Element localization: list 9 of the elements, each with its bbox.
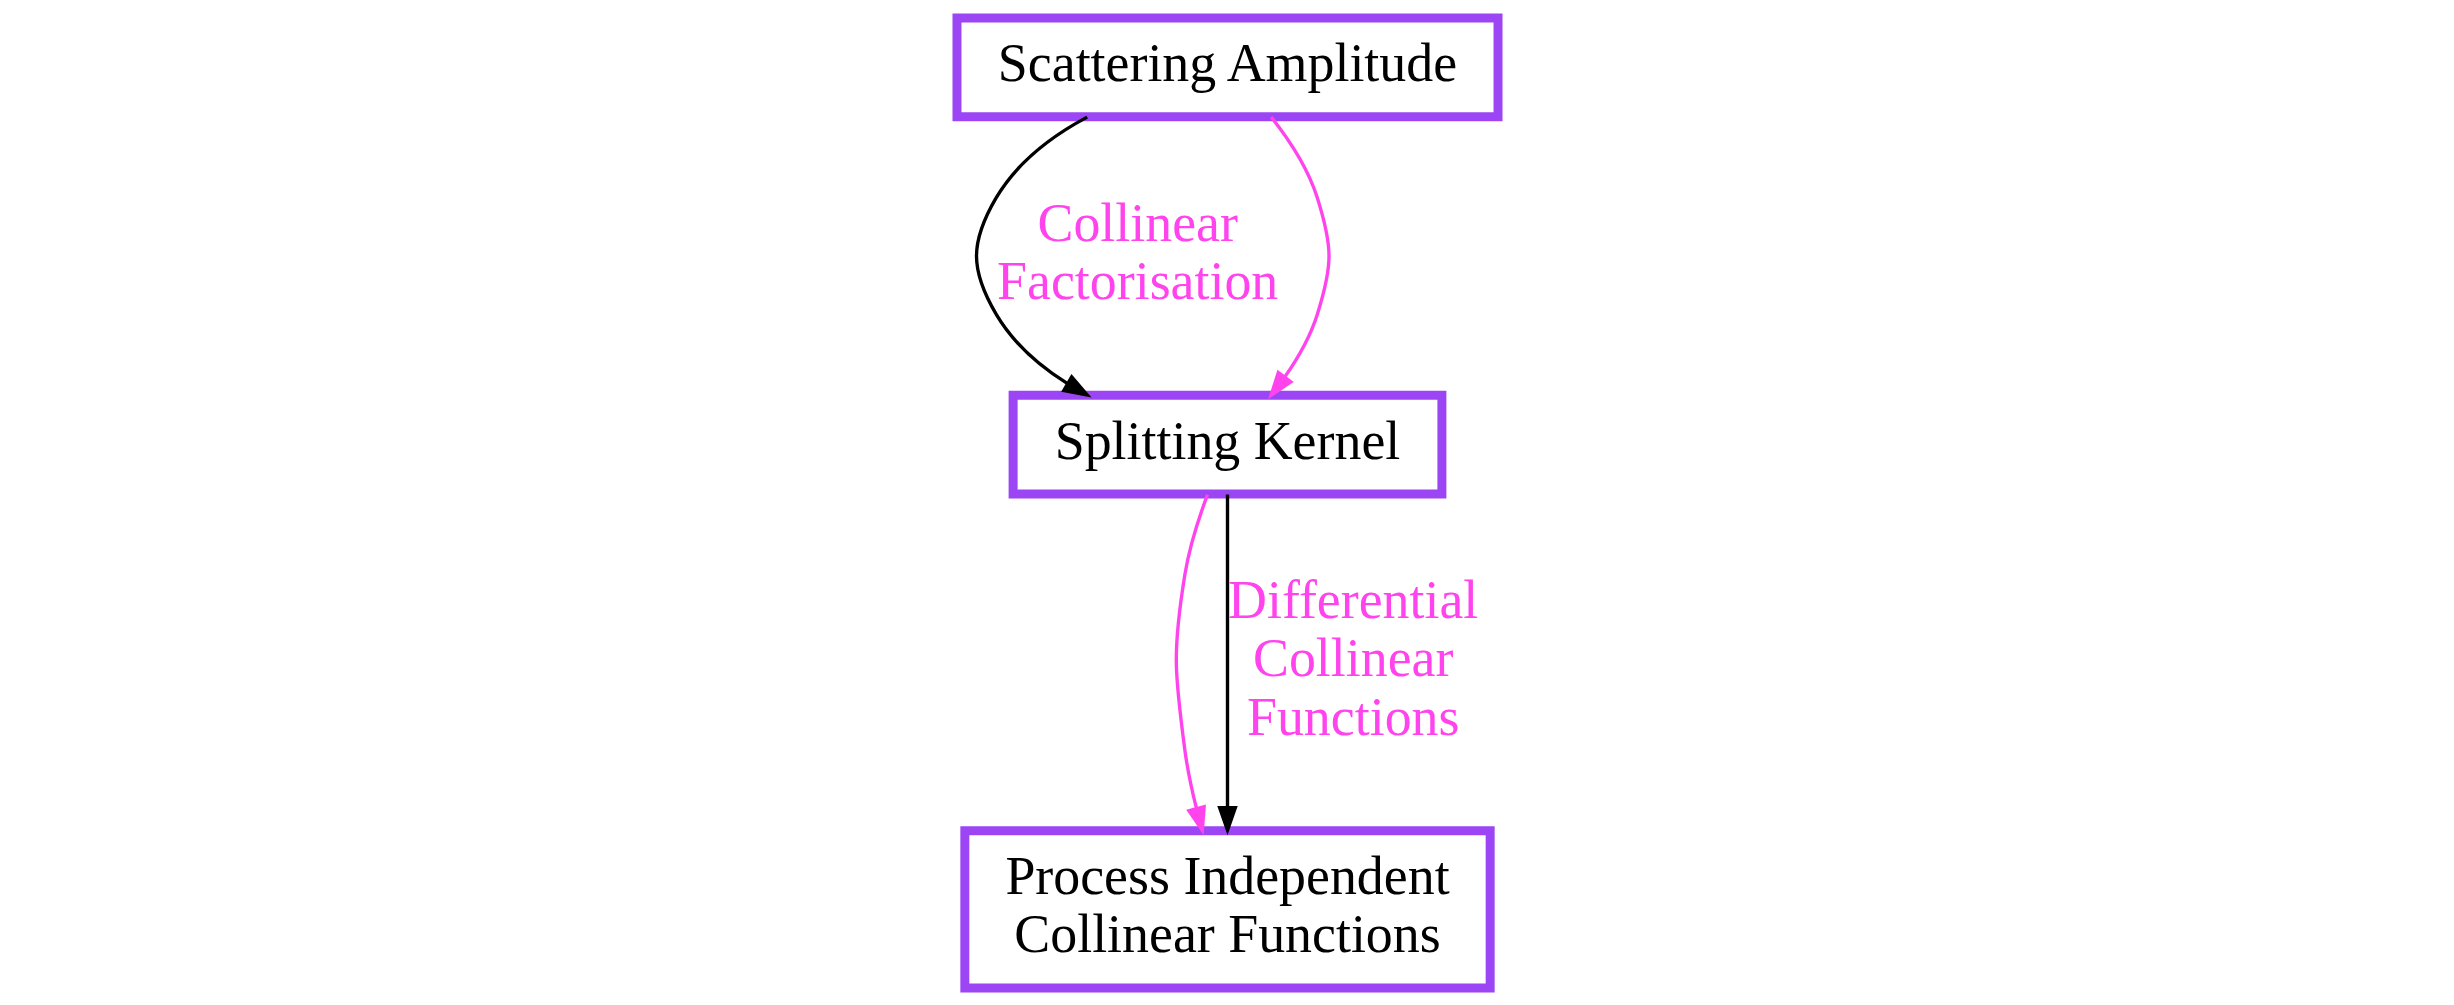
arrow	[974, 115, 1092, 398]
node-box: Process Independent Collinear Functions	[959, 825, 1495, 992]
node-box: Scattering Amplitude	[952, 13, 1502, 121]
node-box: Splitting Kernel	[1008, 390, 1446, 498]
edge-label: Collinear Factorisation	[996, 192, 1278, 311]
arrow	[1174, 493, 1209, 835]
arrow	[1216, 493, 1238, 835]
edge-label: Differential Collinear Functions	[1227, 569, 1478, 747]
arrow	[1267, 115, 1331, 399]
